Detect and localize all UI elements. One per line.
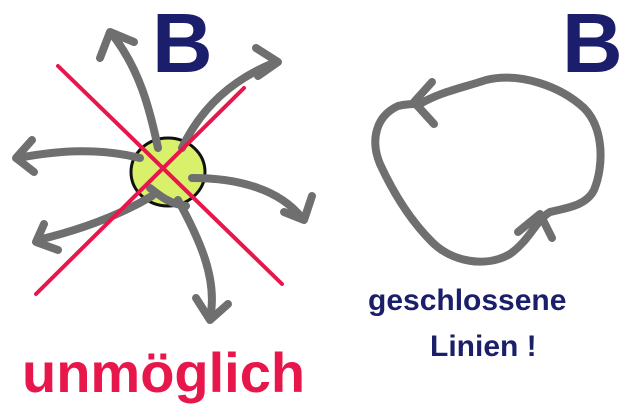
right-caption-line2: Linien ! (430, 330, 537, 363)
right-panel: B geschlossene Linien ! (368, 0, 623, 363)
diverging-field-lines (12, 28, 316, 324)
field-line-up-right (178, 58, 280, 152)
field-line-left (14, 147, 144, 162)
arrow-icon (192, 294, 232, 324)
left-panel: B (12, 0, 316, 404)
arrow-icon (280, 192, 316, 224)
field-line-up (108, 30, 162, 152)
arrow-icon (32, 220, 62, 254)
arrow-icon (410, 78, 438, 128)
field-line-right (188, 174, 306, 222)
field-line-down (174, 196, 216, 322)
left-caption: unmöglich (22, 341, 305, 404)
arrow-icon (96, 28, 138, 62)
cross-line-a (56, 64, 284, 286)
cross-out-icon (34, 64, 284, 296)
arrow-icon (252, 44, 282, 80)
left-b-symbol: B (152, 0, 213, 90)
closed-loop-icon (371, 73, 605, 266)
field-line-lower-left (34, 192, 156, 244)
right-b-symbol: B (562, 0, 623, 90)
right-caption-line1: geschlossene (368, 284, 566, 317)
arrow-icon (514, 210, 556, 242)
arrow-icon (12, 136, 38, 176)
cross-line-b (34, 86, 246, 296)
closed-loop-field-line (371, 73, 605, 266)
field-line-inner-stub (146, 184, 190, 210)
